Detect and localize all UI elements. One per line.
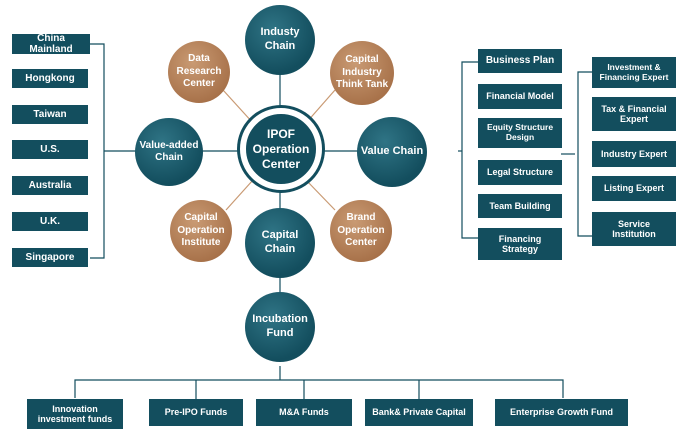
data-research-node[interactable]: Data Research Center: [168, 41, 230, 103]
regions-bracket: [90, 43, 105, 259]
value-chain-item[interactable]: Legal Structure: [478, 160, 562, 185]
expert-item[interactable]: Service Institution: [592, 212, 676, 246]
spoke-brand: [305, 179, 336, 211]
industry-chain-node[interactable]: Industy Chain: [245, 5, 315, 75]
fund-item[interactable]: Pre-IPO Funds: [149, 399, 243, 426]
experts-bracket: [577, 71, 592, 237]
value-chain-item[interactable]: Financial Model: [478, 84, 562, 109]
funds-bracket: [74, 379, 564, 398]
region-box[interactable]: Australia: [12, 176, 88, 195]
expert-item[interactable]: Industry Expert: [592, 141, 676, 167]
spoke-data: [222, 89, 254, 124]
value-chain-bracket: [461, 61, 478, 239]
expert-item[interactable]: Tax & Financial Expert: [592, 97, 676, 131]
spoke-institute: [225, 179, 254, 211]
value-chain-item[interactable]: Business Plan: [478, 49, 562, 73]
value-chain-item[interactable]: Team Building: [478, 194, 562, 218]
region-box[interactable]: Singapore: [12, 248, 88, 267]
fund-item[interactable]: Innovation investment funds: [27, 399, 123, 429]
region-box[interactable]: Hongkong: [12, 69, 88, 88]
capital-chain-node[interactable]: Capital Chain: [245, 208, 315, 278]
fund-item[interactable]: M&A Funds: [256, 399, 352, 426]
expert-item[interactable]: Investment & Financing Expert: [592, 57, 676, 88]
fund-item[interactable]: Bank& Private Capital: [365, 399, 473, 426]
value-chain-item[interactable]: Financing Strategy: [478, 228, 562, 260]
region-box[interactable]: U.K.: [12, 212, 88, 231]
value-chain-item[interactable]: Equity Structure Design: [478, 118, 562, 148]
capital-industry-node[interactable]: Capital Industry Think Tank: [330, 41, 394, 105]
value-chain-node[interactable]: Value Chain: [357, 117, 427, 187]
fund-item[interactable]: Enterprise Growth Fund: [495, 399, 628, 426]
region-box[interactable]: Taiwan: [12, 105, 88, 124]
region-box[interactable]: China Mainland: [12, 33, 90, 55]
expert-item[interactable]: Listing Expert: [592, 176, 676, 201]
incubation-fund-node[interactable]: Incubation Fund: [245, 292, 315, 362]
spoke-think-tank: [305, 89, 336, 124]
region-box[interactable]: U.S.: [12, 140, 88, 159]
ipof-operation-center-node[interactable]: IPOF Operation Center: [240, 108, 322, 190]
value-added-chain-node[interactable]: Value-added Chain: [135, 118, 203, 186]
capital-operation-node[interactable]: Capital Operation Institute: [170, 200, 232, 262]
brand-operation-node[interactable]: Brand Operation Center: [330, 200, 392, 262]
